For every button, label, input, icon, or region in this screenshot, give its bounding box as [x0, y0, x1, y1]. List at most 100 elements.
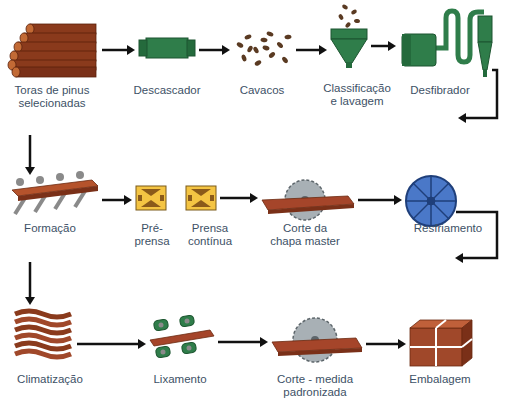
process-step: Cavacos [234, 32, 292, 68]
sorting-funnel [345, 21, 352, 28]
stacked-sheets [15, 327, 71, 333]
process-step: Pré- prensa [136, 186, 166, 210]
forming-line [12, 171, 98, 214]
sorting-funnel [346, 63, 352, 68]
process-step: Desfibrador [400, 10, 492, 78]
process-step: Prensa contínua [186, 186, 216, 210]
sanding-rollers [179, 315, 195, 327]
step-label: Formação [15, 222, 85, 235]
arrow-line [218, 341, 265, 344]
step-label: Corte - medida padronizada [274, 373, 356, 399]
stacked-sheets [15, 351, 71, 357]
arrow-head [25, 297, 35, 305]
arrow-line [296, 49, 324, 52]
flow-arrow [366, 339, 406, 349]
packed-crate [410, 328, 462, 366]
sanding-rollers [150, 315, 214, 358]
wood-chips [260, 37, 268, 43]
wood-chips [266, 31, 274, 38]
log-pile [24, 33, 96, 43]
arrow-line [371, 45, 393, 48]
wood-chips [254, 59, 262, 66]
pre-press [160, 195, 164, 201]
process-step: Classificação e lavagem [331, 5, 367, 68]
arrow-line [102, 49, 132, 52]
sanding-rollers [150, 330, 214, 346]
process-step: Descascador [139, 36, 195, 58]
wood-chips [236, 31, 292, 67]
forming-line [16, 178, 24, 186]
arrow-line [199, 49, 227, 52]
arrow-head [250, 193, 258, 203]
cooling-wheel [406, 176, 456, 226]
packed-crate [410, 320, 472, 366]
sanding-rollers [153, 319, 169, 331]
sanding-rollers [159, 323, 164, 328]
process-step: Climatização [15, 308, 73, 358]
log-pile [14, 51, 96, 61]
wood-chips [281, 56, 289, 64]
process-step: Toras de pinus selecionadas [8, 25, 98, 77]
process-step: Resfriamento [406, 176, 456, 226]
arrow-head [398, 339, 406, 349]
flow-arrow [296, 45, 327, 55]
defibrator [436, 11, 484, 62]
log-pile [30, 24, 96, 34]
flow-arrow [77, 339, 146, 349]
arrow-line [366, 343, 403, 346]
sanding-rollers [155, 346, 171, 358]
step-label: Embalagem [402, 373, 478, 386]
packed-crate [462, 339, 472, 347]
sorting-funnel [338, 4, 361, 29]
defibrator [402, 34, 436, 66]
sizing-saw [272, 318, 362, 362]
forming-line [18, 186, 98, 201]
arrow-head [222, 45, 230, 55]
continuous-press [191, 200, 211, 207]
arrow-line [358, 199, 399, 202]
master-saw [268, 204, 354, 214]
pre-press [141, 189, 161, 196]
continuous-press [188, 195, 192, 201]
sanding-rollers [161, 350, 166, 355]
log-pile [8, 24, 96, 77]
wood-chips [276, 41, 284, 49]
arrow-line [30, 212, 497, 301]
stacked-sheets [15, 311, 71, 357]
step-label: Toras de pinus selecionadas [12, 84, 92, 110]
pre-press [138, 195, 142, 201]
wood-chips [262, 45, 270, 51]
sorting-funnel [331, 29, 367, 39]
sorting-funnel [331, 39, 367, 63]
debarker-drum [187, 40, 195, 56]
wood-chips [244, 34, 252, 41]
packed-crate [410, 320, 472, 328]
step-label: Lixamento [145, 373, 215, 386]
flow-arrow [25, 70, 497, 175]
flow-arrow [25, 212, 497, 305]
arrow-line [102, 199, 129, 202]
forming-line [76, 171, 84, 179]
defibrator [478, 16, 492, 42]
wood-chips [236, 41, 244, 48]
wood-chips [268, 51, 276, 59]
stacked-sheets [15, 335, 71, 341]
step-label: Desfibrador [400, 84, 480, 97]
defibrator [402, 34, 411, 66]
arrow-head [127, 45, 135, 55]
arrow-head [124, 195, 132, 205]
wood-chips [284, 34, 292, 40]
arrow-line [77, 343, 143, 346]
forming-line [56, 173, 64, 181]
process-step: Formação [10, 178, 98, 216]
debarker-drum [139, 38, 195, 58]
sorting-funnel [341, 4, 348, 10]
defibrator [483, 70, 487, 77]
sanding-rollers [185, 319, 190, 324]
packed-crate [410, 346, 462, 348]
arrow-head [388, 41, 396, 51]
wood-chips [246, 45, 253, 53]
